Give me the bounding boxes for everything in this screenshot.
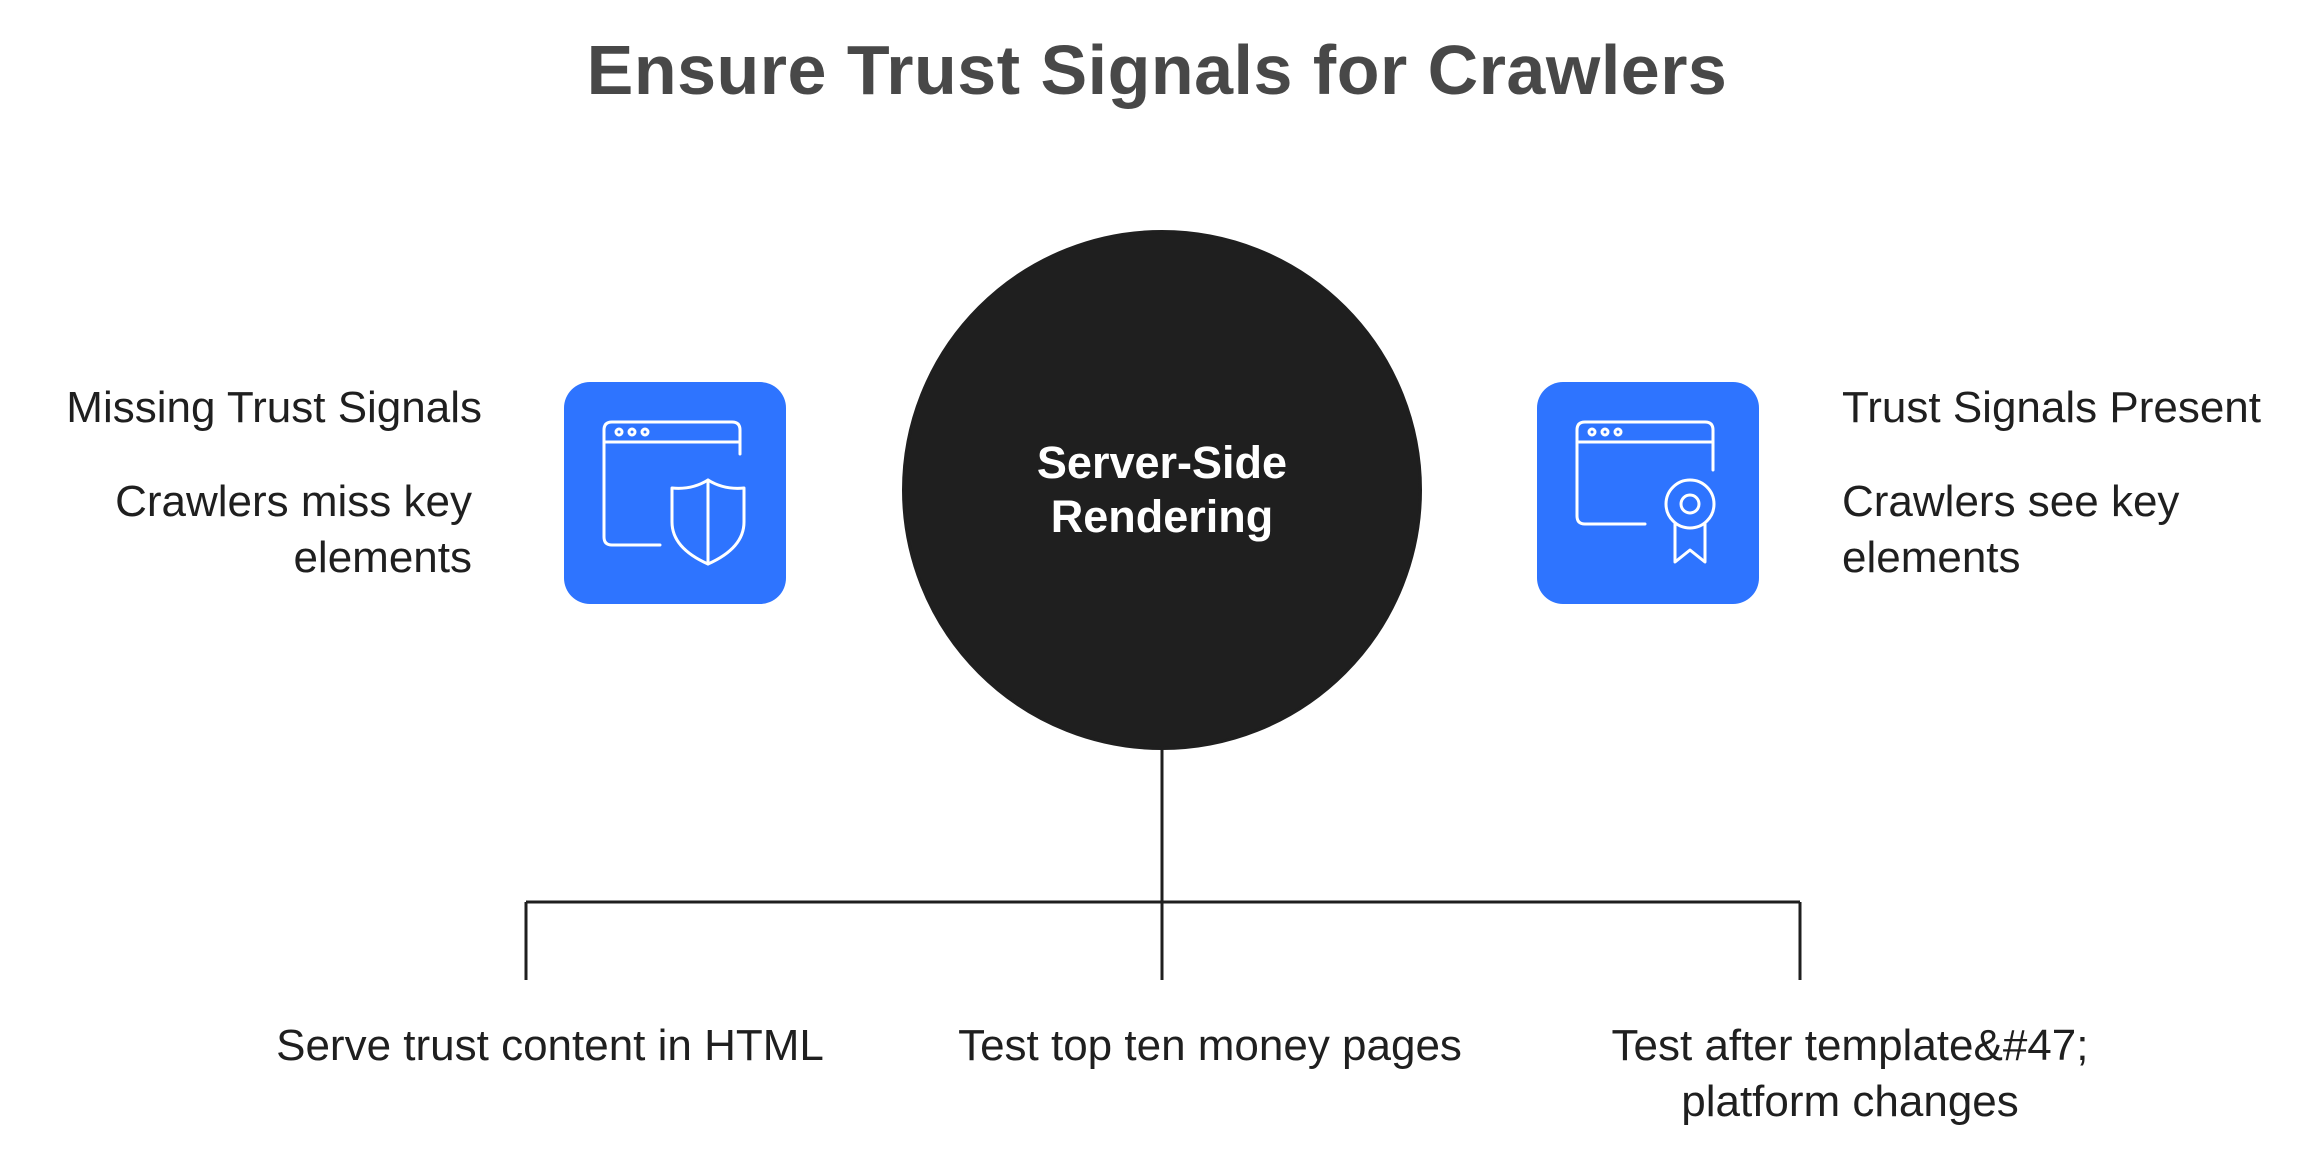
- central-hub-circle: Server-Side Rendering: [902, 230, 1422, 750]
- hub-label: Server-Side Rendering: [1036, 437, 1288, 542]
- missing-signals-tile: [564, 382, 786, 604]
- step-serve-trust-content: Serve trust content in HTML: [276, 1021, 824, 1070]
- browser-badge-icon: [1575, 420, 1716, 564]
- missing-signals-heading: Missing Trust Signals: [66, 383, 482, 432]
- present-signals-block: Trust Signals Present Crawlers see key e…: [1842, 380, 2302, 586]
- step-test-after-changes: Test after template&#47; platform change…: [1611, 1021, 2089, 1126]
- present-signals-tile: [1537, 382, 1759, 604]
- present-signals-description: Crawlers see key elements: [1842, 477, 2180, 582]
- diagram-title: Ensure Trust Signals for Crawlers: [586, 31, 1728, 109]
- browser-shield-icon: [602, 420, 746, 566]
- missing-signals-block: Missing Trust Signals Crawlers miss key …: [20, 380, 482, 586]
- missing-signals-description: Crawlers miss key elements: [115, 477, 472, 582]
- step-test-money-pages: Test top ten money pages: [958, 1021, 1462, 1070]
- present-signals-heading: Trust Signals Present: [1842, 383, 2261, 432]
